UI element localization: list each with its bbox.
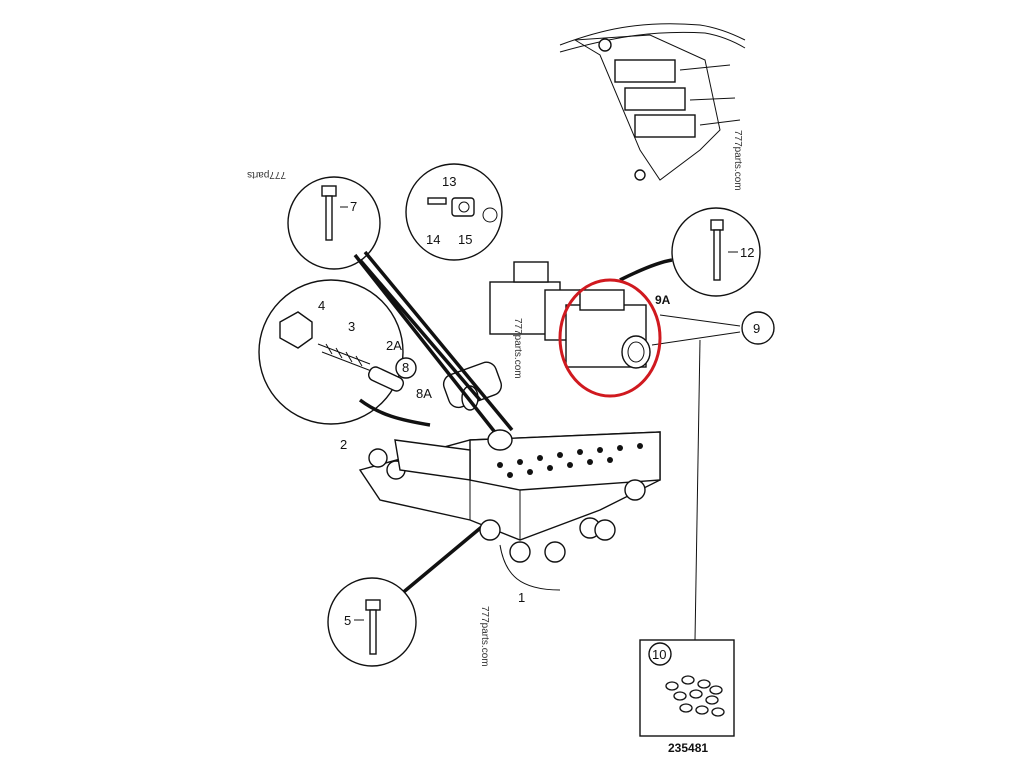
callout-part-7[interactable] [287, 176, 381, 270]
label-15: 15 [458, 232, 472, 247]
label-3: 3 [348, 319, 355, 334]
drawing-number: 235481 [668, 741, 708, 755]
block-ports [497, 443, 643, 478]
label-1: 1 [518, 590, 525, 605]
o-ring-set [665, 675, 725, 717]
highlight-ring [558, 278, 662, 398]
label-12: 12 [740, 245, 754, 260]
callout-part-9[interactable] [741, 311, 775, 345]
valve-block-body [358, 429, 661, 591]
label-9a: 9A [655, 293, 671, 307]
watermark-top-left: 777parts [247, 169, 286, 180]
label-8: 8 [402, 360, 409, 375]
label-8a: 8A [416, 386, 432, 401]
watermark-bottom: 777parts.com [479, 606, 490, 667]
callout-part-8[interactable] [395, 357, 417, 379]
label-2a: 2A [386, 338, 402, 353]
label-9: 9 [753, 321, 760, 336]
leader-lines [353, 250, 741, 641]
label-13: 13 [442, 174, 456, 189]
callout-parts-2a-3-4[interactable] [258, 279, 405, 425]
label-5: 5 [344, 613, 351, 628]
inset-assembly-sketch [559, 23, 746, 181]
watermark-top-right: 777parts.com [732, 130, 743, 191]
label-2: 2 [340, 437, 347, 452]
solenoid-valve-9a[interactable] [565, 289, 651, 369]
watermark-middle: 777parts.com [512, 318, 523, 379]
callout-part-12[interactable] [671, 207, 761, 297]
kit-box-10[interactable] [639, 639, 735, 737]
callout-parts-13-14-15[interactable] [405, 163, 503, 261]
callout-part-5[interactable] [327, 577, 417, 667]
label-4: 4 [318, 298, 325, 313]
label-14: 14 [426, 232, 440, 247]
label-10: 10 [652, 647, 666, 662]
label-7: 7 [350, 199, 357, 214]
